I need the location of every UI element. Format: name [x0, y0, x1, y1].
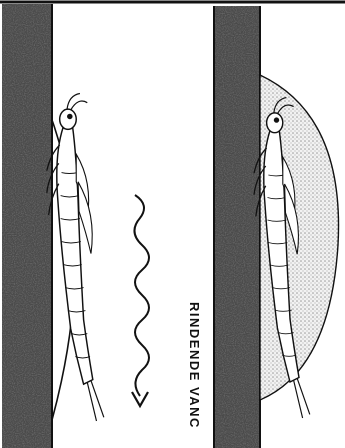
left-stone-texture: [2, 4, 52, 448]
left-panel: [2, 4, 104, 448]
flow-caption: RINDENDE VANC: [187, 302, 202, 429]
right-stone-texture: [214, 6, 260, 448]
right-panel: [214, 6, 339, 448]
left-larva-icon: [47, 93, 104, 421]
wavy-down-arrow-icon: [132, 195, 149, 406]
